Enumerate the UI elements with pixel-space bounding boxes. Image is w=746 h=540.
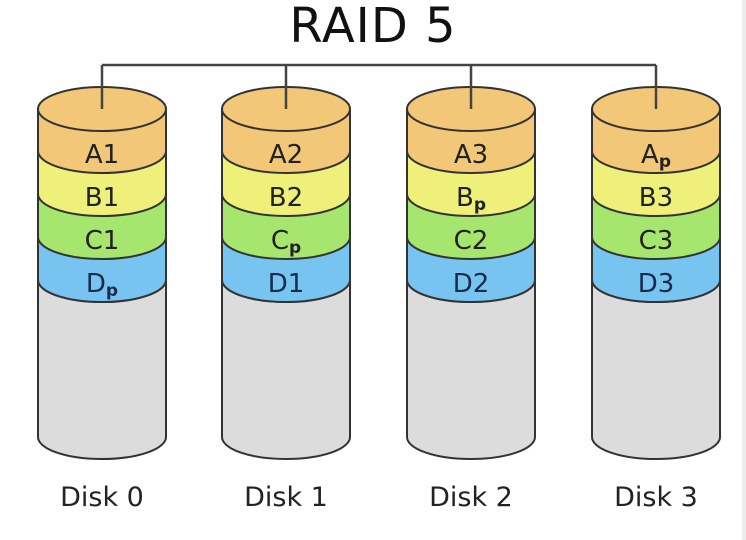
disk-label: Disk 0 (60, 482, 144, 513)
block-label: D1 (268, 269, 305, 299)
disk-empty-space (406, 279, 536, 460)
block-label: B3 (639, 183, 673, 213)
disk-label: Disk 3 (614, 482, 698, 513)
image-edge-border (742, 0, 746, 540)
disk-empty-space (221, 279, 351, 460)
block-label: A1 (85, 140, 119, 170)
block-label: Bp (456, 183, 486, 215)
block-label: Dp (86, 269, 118, 301)
diagram-title: RAID 5 (289, 0, 457, 54)
block-label: C1 (85, 226, 120, 256)
block-label: Cp (271, 226, 301, 258)
block-label: B2 (269, 183, 303, 213)
disk-label: Disk 1 (244, 482, 328, 513)
block-label: Ap (641, 140, 671, 172)
block-label: D3 (638, 269, 675, 299)
disk-empty-space (591, 279, 721, 460)
block-label: C3 (639, 226, 674, 256)
block-label: A2 (269, 140, 303, 170)
block-label: A3 (454, 140, 488, 170)
disk-label: Disk 2 (429, 482, 513, 513)
block-label: C2 (454, 226, 489, 256)
block-label: D2 (453, 269, 490, 299)
disk-empty-space (37, 279, 167, 460)
block-label: B1 (85, 183, 119, 213)
